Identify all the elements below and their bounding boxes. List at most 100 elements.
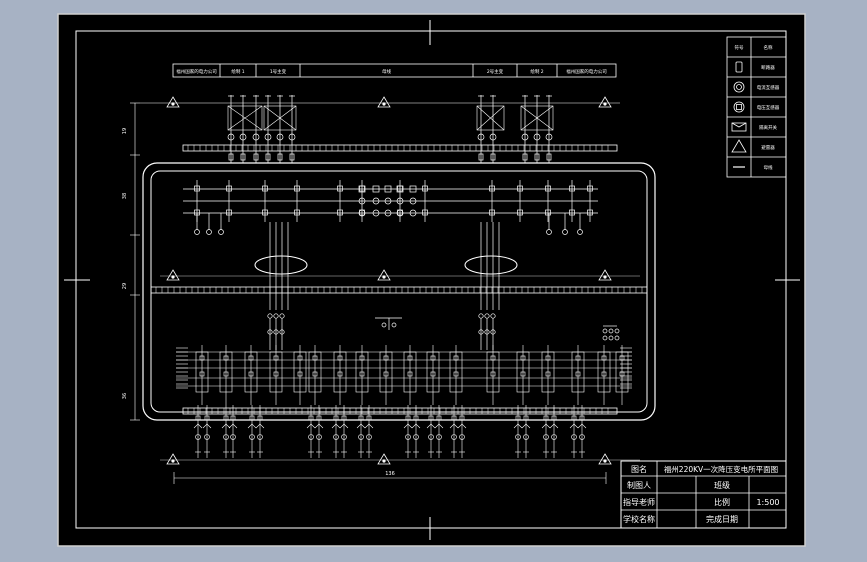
completion-date-label: 完成日期 [706, 514, 738, 524]
outgoing-feeder-10 [339, 405, 349, 458]
drawn-by-label: 制图人 [627, 480, 651, 490]
outgoing-feeder-14 [411, 405, 421, 458]
header-cell-4: 母线 [382, 68, 391, 75]
internal-road [150, 286, 648, 294]
lower-bay-3 [244, 345, 258, 405]
outgoing-feeder-5 [247, 405, 257, 458]
lower-bay-5 [293, 345, 307, 405]
incoming-feeder-8 [489, 95, 497, 163]
lower-bay-17 [597, 345, 611, 405]
bay-equipment-8 [422, 180, 428, 222]
lower-bay-15 [541, 345, 555, 405]
substation-plan [142, 95, 656, 465]
legend-name-6: 母线 [764, 164, 773, 171]
gantry-tower-4 [520, 105, 554, 131]
drawing-paper [57, 13, 806, 547]
outgoing-feeder-6 [255, 405, 265, 458]
lower-bay-1 [195, 345, 209, 405]
outgoing-feeder-7 [306, 405, 316, 458]
substation-boundary [142, 162, 656, 421]
dimension-label-3: 29 [122, 283, 128, 289]
outgoing-feeder-22 [549, 405, 559, 458]
bus-vt-3 [218, 213, 224, 235]
outgoing-feeder-17 [449, 405, 459, 458]
incoming-feeder-3 [252, 95, 260, 163]
bay-equipment-5 [337, 180, 343, 222]
lower-bay-8 [355, 345, 369, 405]
bay-equipment-11 [545, 180, 551, 222]
gantry-tower-2 [263, 105, 297, 131]
dimension-label-4: 36 [122, 393, 128, 399]
outgoing-feeder-12 [364, 405, 374, 458]
class-label: 班级 [714, 480, 730, 490]
title-label: 图名 [631, 464, 647, 474]
dimension-label-2: 38 [122, 193, 128, 199]
header-cell-7: 福州国家的电力公司 [566, 68, 607, 75]
right-incoming-comb [620, 347, 632, 389]
school-label: 学校名称 [623, 514, 655, 524]
lower-bay-4 [269, 345, 283, 405]
lightning-arrester-symbol [731, 139, 747, 153]
scale-label: 比例 [714, 497, 730, 507]
outgoing-feeder-23 [569, 405, 579, 458]
main-transformer-2 [464, 255, 518, 275]
bay-equipment-13 [587, 180, 593, 222]
gantry-tower-3 [476, 105, 505, 131]
header-cell-2: 绘制 1 [231, 68, 244, 75]
current-transformer-symbol [733, 81, 745, 93]
incoming-feeder-11 [545, 95, 553, 163]
incoming-feeder-10 [533, 95, 541, 163]
lower-bay-7 [333, 345, 347, 405]
bay-equipment-2 [226, 180, 232, 222]
bay-equipment-10 [517, 180, 523, 222]
legend-name-3: 电压互感器 [757, 104, 780, 111]
scale-value: 1:500 [756, 498, 779, 507]
outgoing-feeder-19 [513, 405, 523, 458]
legend-header-symbol: 符号 [735, 44, 744, 51]
legend-header-name: 名称 [764, 44, 773, 51]
header-cell-5: 2号主变 [487, 68, 504, 75]
outgoing-feeder-8 [314, 405, 324, 458]
bus-vt-4 [546, 213, 552, 235]
lower-bay-14 [516, 345, 530, 405]
gantry-tower-1 [227, 105, 263, 131]
outgoing-feeder-21 [541, 405, 551, 458]
bus-vt-5 [562, 213, 568, 235]
dimension-label-1: 19 [122, 128, 128, 134]
legend-name-2: 电流互感器 [757, 84, 780, 91]
outgoing-feeder-1 [193, 405, 203, 458]
incoming-feeder-7 [477, 95, 485, 163]
left-incoming-comb [176, 347, 188, 389]
outgoing-feeder-20 [521, 405, 531, 458]
lower-bay-6 [308, 345, 322, 405]
breaker-symbol [735, 61, 743, 73]
outgoing-feeder-3 [221, 405, 231, 458]
disconnector-symbol [731, 122, 747, 132]
title-block: 图名 福州220KV一次降压变电所平面图 制图人 班级 指导老师 比例 1:50… [620, 460, 787, 529]
bay-equipment-3 [262, 180, 268, 222]
bay-equipment-6 [359, 180, 365, 222]
incoming-feeder-6 [288, 95, 296, 163]
outgoing-line-busbar [182, 407, 618, 415]
dimension-label-bottom: 136 [385, 471, 395, 477]
dimension-annotations [130, 102, 640, 484]
lower-bay-10 [403, 345, 417, 405]
main-transformer-1 [254, 255, 308, 275]
header-cell-3: 1号主变 [270, 68, 287, 75]
drawing-title: 福州220KV一次降压变电所平面图 [664, 464, 778, 474]
lower-bay-2 [219, 345, 233, 405]
voltage-transformer-symbol [733, 101, 745, 113]
incoming-feeder-4 [264, 95, 272, 163]
incoming-line-busbar [182, 144, 618, 152]
bay-equipment-12 [569, 180, 575, 222]
outgoing-feeder-24 [577, 405, 587, 458]
legend-name-4: 隔离开关 [759, 124, 777, 131]
outgoing-feeder-18 [457, 405, 467, 458]
header-cell-1: 福州国家的电力公司 [176, 68, 217, 75]
survey-marker-5 [377, 269, 391, 281]
bus-vt-6 [577, 213, 583, 235]
trim-marks [64, 20, 800, 540]
